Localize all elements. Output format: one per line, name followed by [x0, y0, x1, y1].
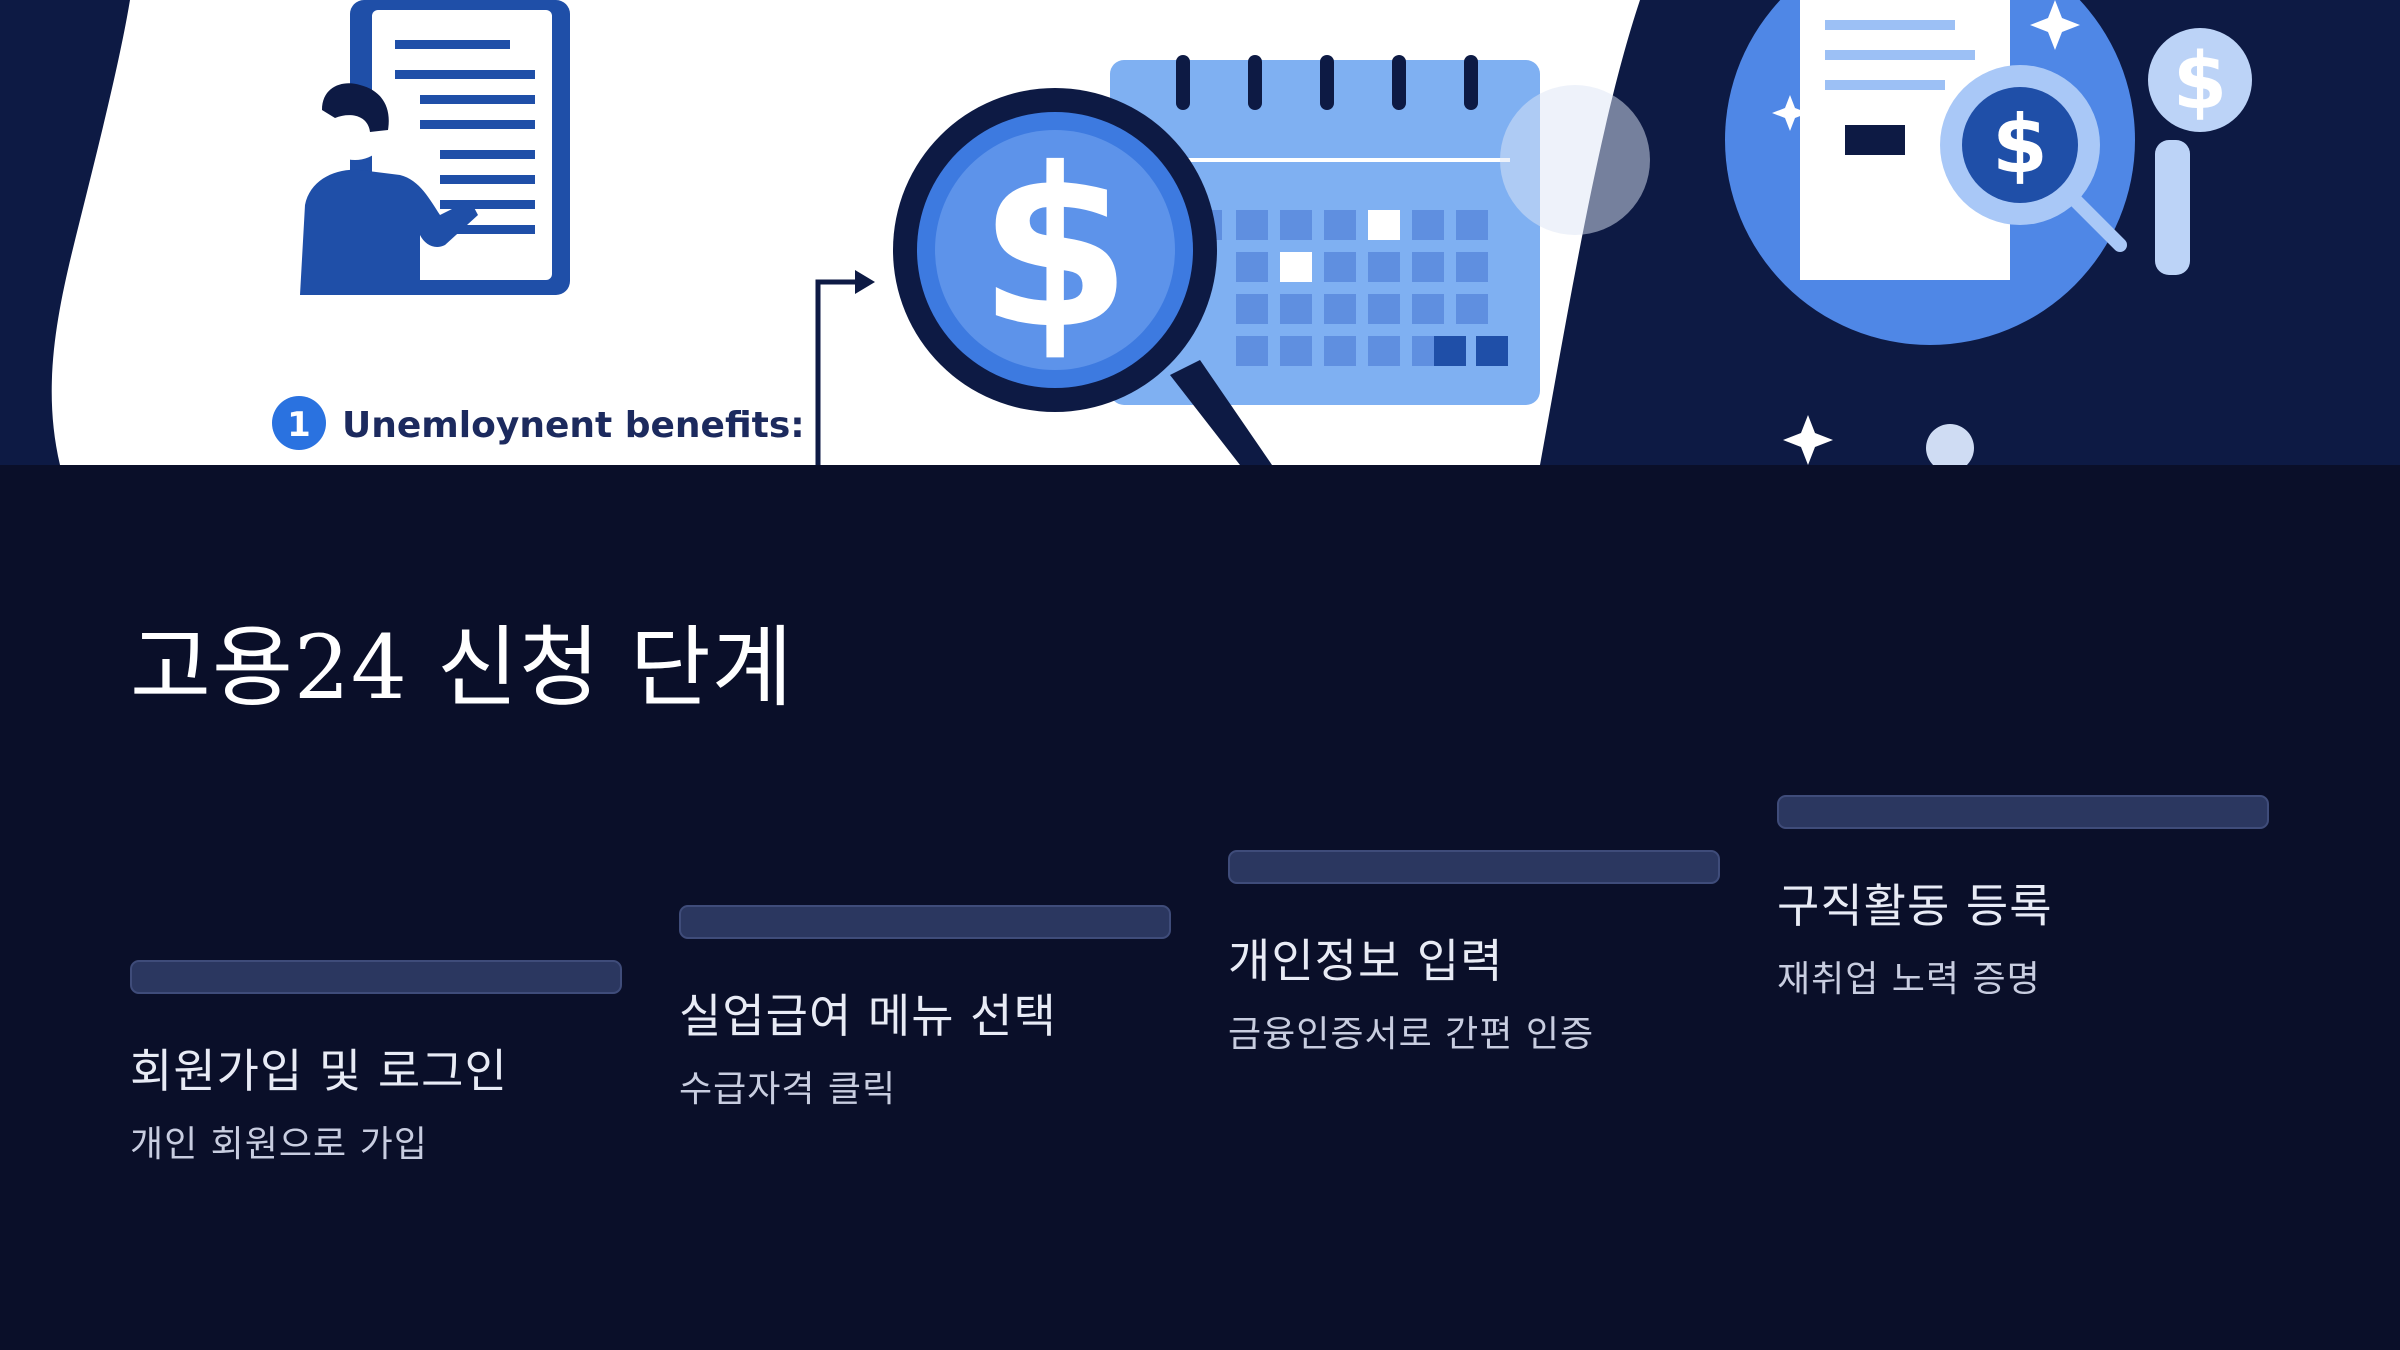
- step-description: 수급자격 클릭: [679, 1069, 897, 1111]
- svg-text:$: $: [1992, 98, 2048, 191]
- hero-illustration: 1 Unemloynent benefits:: [0, 0, 2400, 465]
- step-description: 재취업 노력 증명: [1777, 959, 2041, 1001]
- step-bar: [1777, 795, 2269, 829]
- clipboard-person-icon: [300, 0, 570, 295]
- finance-document-icon: $ $: [1500, 0, 2252, 465]
- arrow-icon: [815, 270, 875, 465]
- step-bar: [130, 960, 622, 994]
- step-title: 회원가입 및 로그인: [130, 1044, 508, 1098]
- step-description: 금융인증서로 간편 인증: [1228, 1014, 1595, 1056]
- step-description: 개인 회원으로 가입: [130, 1124, 428, 1166]
- magnifier-dollar-icon: $: [893, 88, 1272, 465]
- dollar-sign-icon: $: [978, 121, 1131, 377]
- step-title: 실업급여 메뉴 선택: [679, 989, 1057, 1043]
- step-title: 개인정보 입력: [1228, 934, 1504, 988]
- step-card-3: 개인정보 입력 금융인증서로 간편 인증: [1228, 850, 1720, 1056]
- step-card-4: 구직활동 등록 재취업 노력 증명: [1777, 795, 2269, 1001]
- step-bar: [679, 905, 1171, 939]
- step-title: 구직활동 등록: [1777, 879, 2053, 933]
- page-title: 고용24 신청 단계: [130, 616, 794, 719]
- calendar-icon: [1110, 55, 1540, 405]
- svg-text:$: $: [2173, 37, 2227, 127]
- step-card-2: 실업급여 메뉴 선택 수급자격 클릭: [679, 905, 1171, 1111]
- caption-number: 1: [287, 405, 311, 445]
- hero-illustration-svg: 1 Unemloynent benefits:: [51, 0, 2252, 465]
- caption-text: Unemloynent benefits:: [342, 405, 805, 446]
- step-bar: [1228, 850, 1720, 884]
- hero-caption: 1 Unemloynent benefits:: [272, 396, 805, 450]
- content-section: 고용24 신청 단계 회원가입 및 로그인 개인 회원으로 가입 실업급여 메뉴…: [0, 465, 2400, 1350]
- step-card-1: 회원가입 및 로그인 개인 회원으로 가입: [130, 960, 622, 1166]
